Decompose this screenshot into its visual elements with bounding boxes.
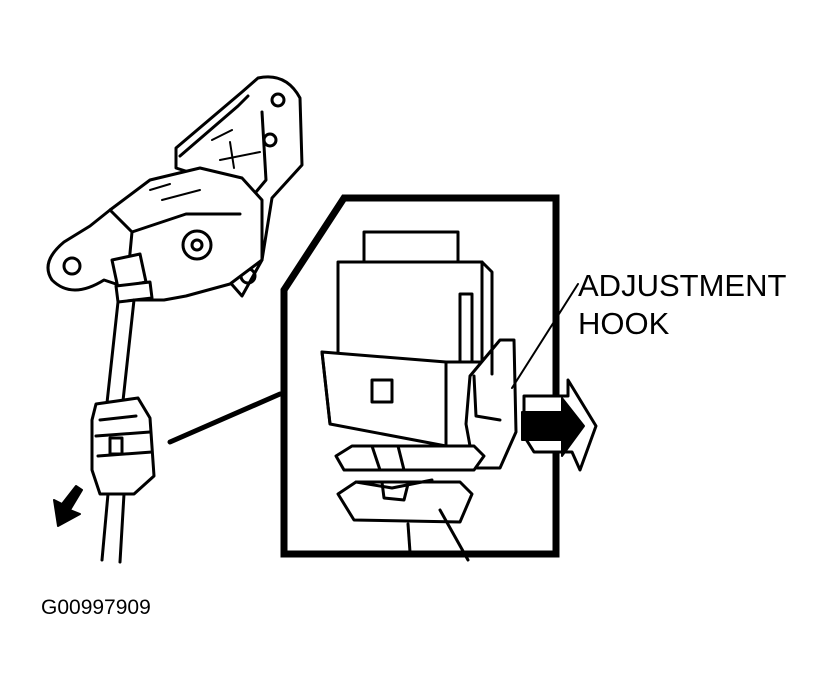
callout-label-line2: HOOK (578, 306, 670, 341)
callout-label-line1: ADJUSTMENT (578, 268, 786, 303)
switch-assembly (46, 75, 304, 304)
callout-leader (511, 283, 579, 389)
adjustment-hook (464, 338, 518, 470)
detail-leader-line (167, 391, 283, 445)
detail-frame (280, 194, 560, 558)
switch-body (46, 166, 264, 302)
detail-connector (320, 230, 518, 562)
figure-id: G00997909 (41, 596, 151, 619)
push-arrow-icon (521, 378, 598, 472)
cable-rod (90, 298, 156, 564)
direction-arrow-down-icon (53, 485, 83, 527)
